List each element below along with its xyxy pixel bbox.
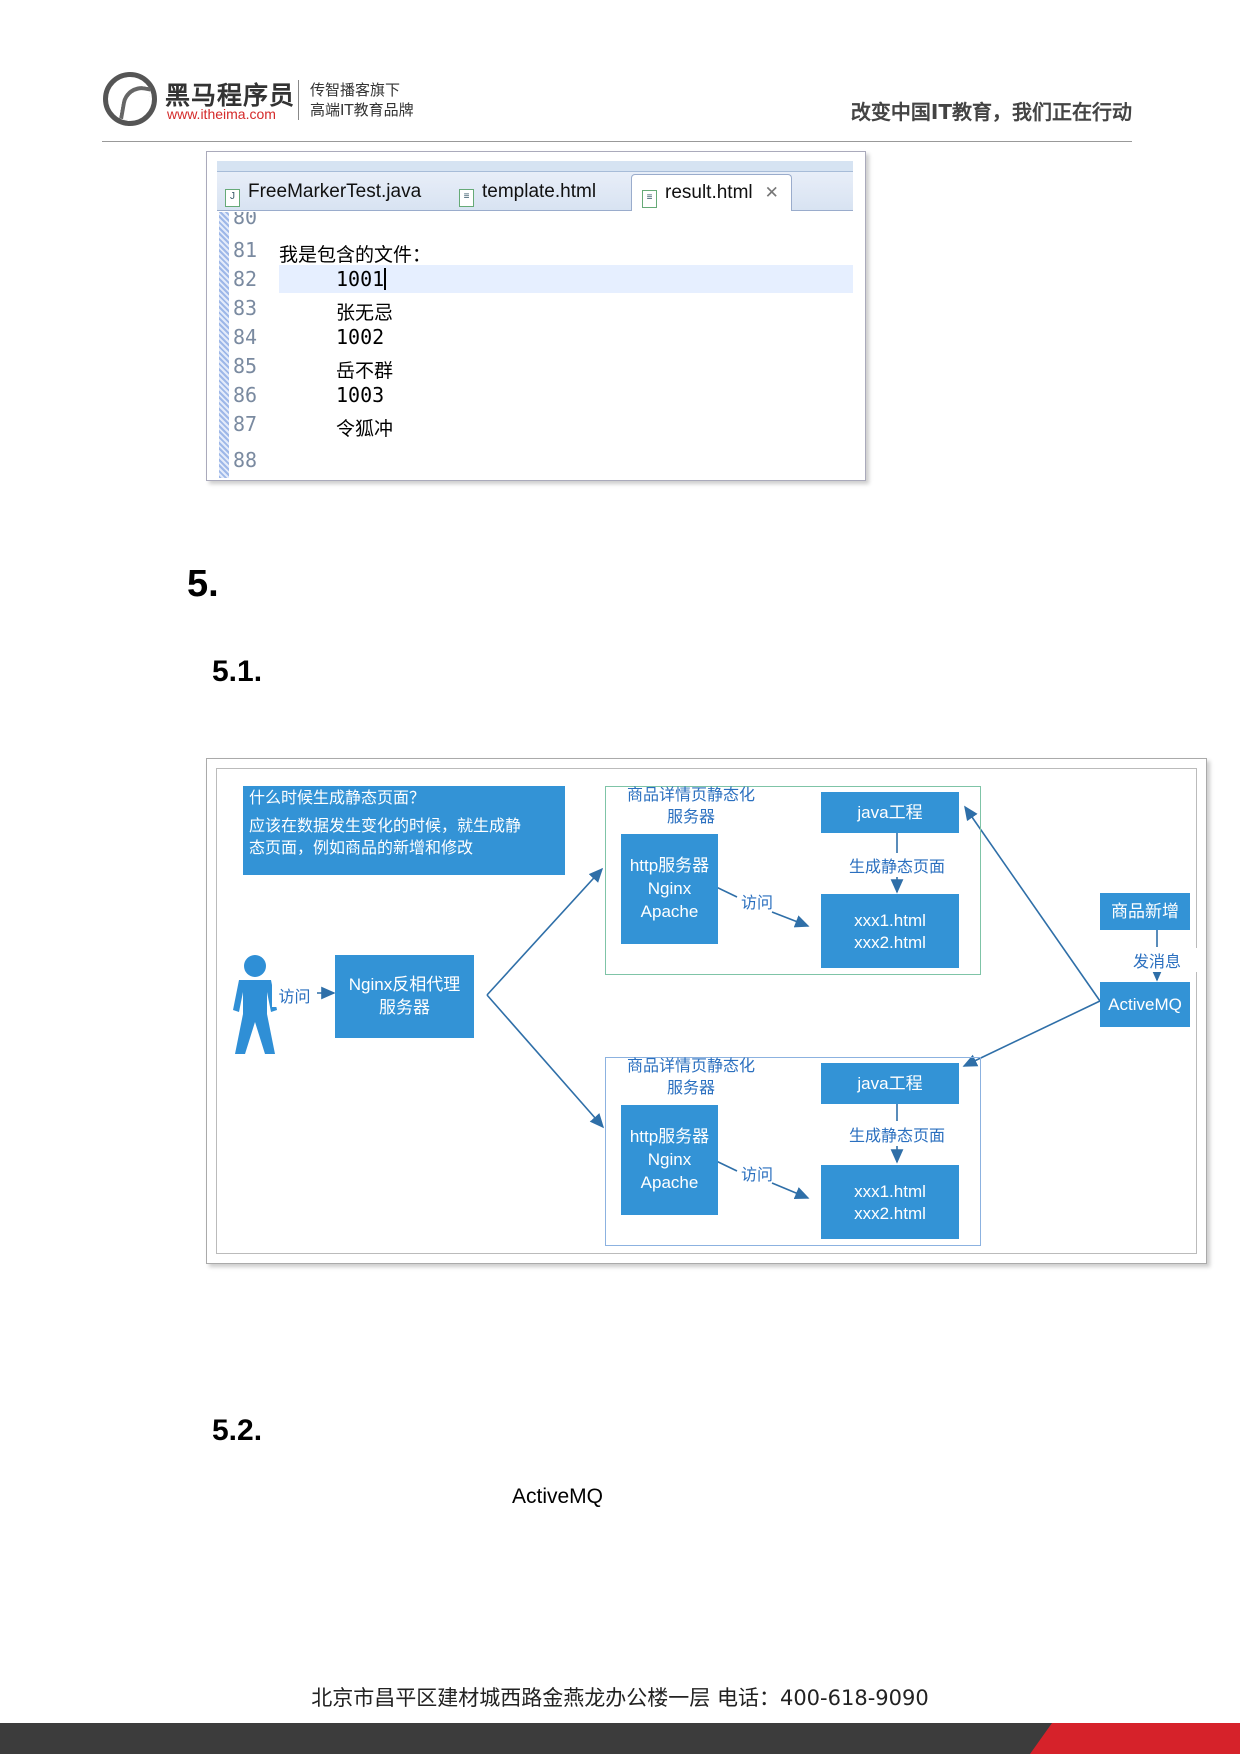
label-visit-user: 访问 [272,983,317,1007]
footer-bar [0,1723,1240,1754]
arrow-proxy-server2 [486,994,605,1129]
http-label: Apache [640,1173,699,1192]
html-file-label: xxx1.html [854,1182,926,1201]
note-body-2: 态页面，例如商品的新增和修改 [249,840,474,857]
line-number: 83 [233,296,258,320]
tab-label: template.html [482,181,597,202]
line-number: 82 [233,267,258,291]
line-number: 81 [233,238,258,262]
html-files-box-1: xxx1.html xxx2.html [821,894,959,968]
arrow-visit-2 [771,1182,810,1199]
label-visit-1: 访问 [740,895,773,912]
brand-subtitle-line2: 高端IT教育品牌 [310,101,414,119]
arrow-proxy-server1 [486,867,604,996]
group-title-line2: 服务器 [666,1080,715,1097]
code-line: 岳不群 [336,360,394,382]
http-label: Nginx [647,1150,692,1169]
section-heading-5-1: 5.1. [212,655,263,688]
line-number: 88 [233,448,258,472]
close-icon[interactable]: ✕ [764,183,779,202]
logo-icon [103,72,157,126]
http-label: Apache [640,902,699,921]
line-number: 86 [233,383,258,407]
static-server-group-2 [605,1057,981,1246]
java-file-icon: J [225,189,240,207]
tab-result[interactable]: ≡ result.html ✕ [631,174,792,211]
tab-template[interactable]: ≡ template.html [459,174,596,210]
architecture-diagram: 访问 什么时候生成静态页面？ 应该在数据发生变化的时候，就生成静 态页面，例如商… [206,758,1207,1264]
brand-subtitle-line1: 传智播客旗下 [310,81,401,99]
http-label: Nginx [647,879,692,898]
brand-divider [298,80,299,120]
proxy-label-1: Nginx反相代理 [348,975,461,994]
note-body-1: 应该在数据发生变化的时候，就生成静 [249,818,522,835]
note-title: 什么时候生成静态页面？ [249,790,426,807]
brand-subtitle: 传智播客旗下 高端IT教育品牌 [310,80,414,120]
editor-titlebar [217,161,853,172]
footer-accent [1030,1723,1240,1754]
arrow-visit-1 [771,911,810,928]
tab-label: result.html [665,182,753,203]
html-file-icon: ≡ [642,190,657,208]
arrow-mq-java1 [964,805,1101,1002]
java-project-box-1: java工程 [821,792,959,833]
tab-label: FreeMarkerTest.java [248,181,422,202]
note-box: 什么时候生成静态页面？ 应该在数据发生变化的时候，就生成静 态页面，例如商品的新… [243,786,565,875]
http-server-box-1: http服务器 Nginx Apache [621,834,718,944]
code-line: 张无忌 [336,302,394,324]
arrow-mq-java2 [962,1000,1101,1067]
html-files-box-2: xxx1.html xxx2.html [821,1165,959,1239]
html-file-icon: ≡ [459,189,474,207]
header-rule [102,141,1132,142]
proxy-label-2: 服务器 [379,998,430,1017]
java-project-box-2: java工程 [821,1063,959,1104]
line-number: 84 [233,325,258,349]
editor-screenshot: J FreeMarkerTest.java ≡ template.html ≡ res… [206,151,866,481]
nginx-proxy-box: Nginx反相代理 服务器 [335,955,474,1038]
code-line: 我是包含的文件： [279,244,432,266]
label-generate-2: 生成静态页面 [827,1122,967,1146]
html-file-label: xxx2.html [854,933,926,952]
code-line-current[interactable]: 1001 [336,267,387,291]
line-number: 85 [233,354,258,378]
activemq-box: ActiveMQ [1100,982,1190,1027]
group-1-title: 商品详情页静态化 服务器 [611,785,771,829]
product-add-box: 商品新增 [1100,893,1190,930]
section-heading-5: 5. [187,563,219,605]
code-line: 1002 [336,325,385,349]
line-number: 80 [233,212,258,229]
current-line-highlight [279,265,853,293]
code-line: 令狐冲 [336,418,394,440]
html-file-label: xxx1.html [854,911,926,930]
code-line-text: 1001 [336,267,385,291]
text-caret [384,268,387,290]
brand-url: www.itheima.com [167,106,276,122]
footer-address: 北京市昌平区建材城西路金燕龙办公楼一层 电话：400-618-9090 [311,1686,929,1710]
http-label: http服务器 [629,1127,710,1146]
http-label: http服务器 [629,856,710,875]
static-server-group-1 [605,786,981,975]
diagram-frame: 访问 什么时候生成静态页面？ 应该在数据发生变化的时候，就生成静 态页面，例如商… [216,768,1199,1254]
body-text-activemq: ActiveMQ [512,1485,604,1508]
tab-freemarkertest[interactable]: J FreeMarkerTest.java [225,174,421,210]
html-file-label: xxx2.html [854,1204,926,1223]
line-number: 87 [233,412,258,436]
header-slogan: 改变中国IT教育，我们正在行动 [850,100,1132,124]
label-send-message: 发消息 [1115,948,1199,972]
user-icon [233,955,277,1054]
editor-tabbar: J FreeMarkerTest.java ≡ template.html ≡ res… [217,172,853,211]
group-title-line1: 商品详情页静态化 [626,1058,755,1075]
http-server-box-2: http服务器 Nginx Apache [621,1105,718,1215]
group-title-line1: 商品详情页静态化 [626,787,755,804]
code-line: 1003 [336,383,385,407]
group-title-line2: 服务器 [666,809,715,826]
group-2-title: 商品详情页静态化 服务器 [611,1056,771,1100]
section-heading-5-2: 5.2. [212,1414,263,1447]
label-visit-2: 访问 [740,1167,773,1184]
label-generate-1: 生成静态页面 [827,853,967,877]
editor-gutter [219,212,229,478]
brand-name: 黑马程序员 [165,81,296,110]
